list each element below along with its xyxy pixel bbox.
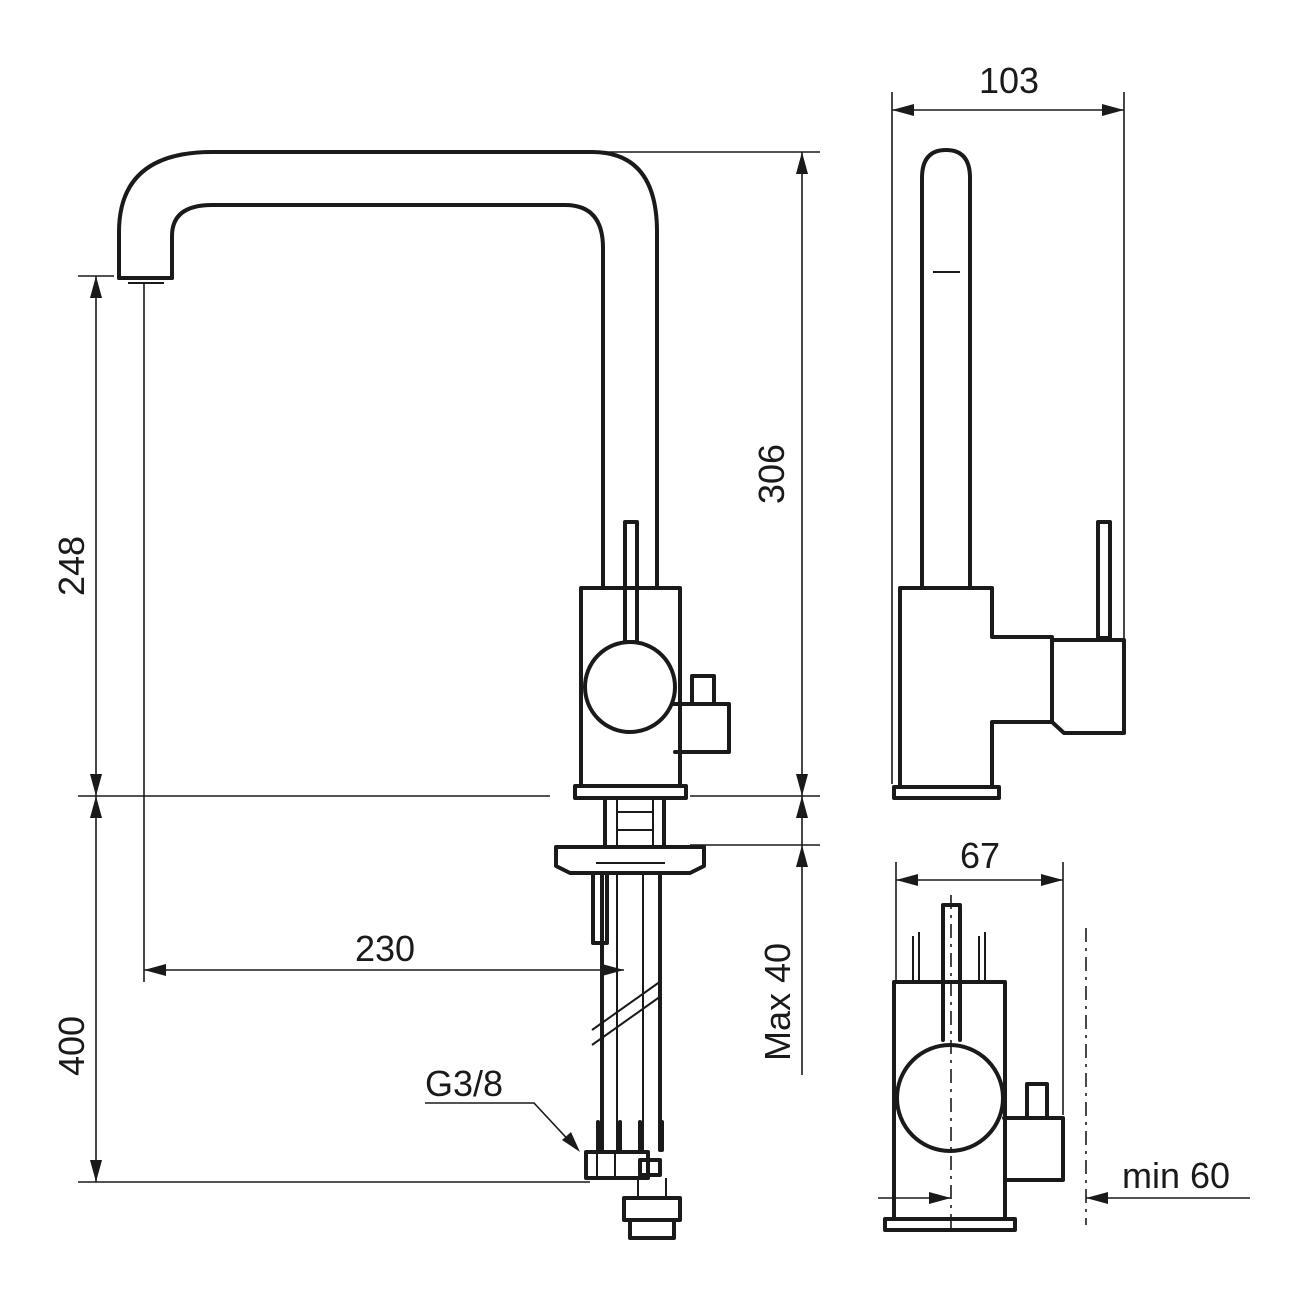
front-width-label: 67 <box>960 835 1000 876</box>
max-deck-thickness-label: Max 40 <box>757 943 798 1061</box>
hose-length-label: 400 <box>51 1016 92 1076</box>
total-height-label: 306 <box>751 444 792 504</box>
faucet-profile-view <box>891 92 1126 800</box>
profile-width-label: 103 <box>979 60 1039 101</box>
faucet-front-view <box>878 862 1250 1232</box>
reach-label: 230 <box>355 928 415 969</box>
dimension-lines-side <box>78 151 820 1183</box>
min-clearance-label: min 60 <box>1122 1155 1230 1196</box>
connection-thread-label: G3/8 <box>425 1063 503 1104</box>
spout-height-label: 248 <box>51 536 92 596</box>
faucet-side-view <box>117 150 731 1240</box>
